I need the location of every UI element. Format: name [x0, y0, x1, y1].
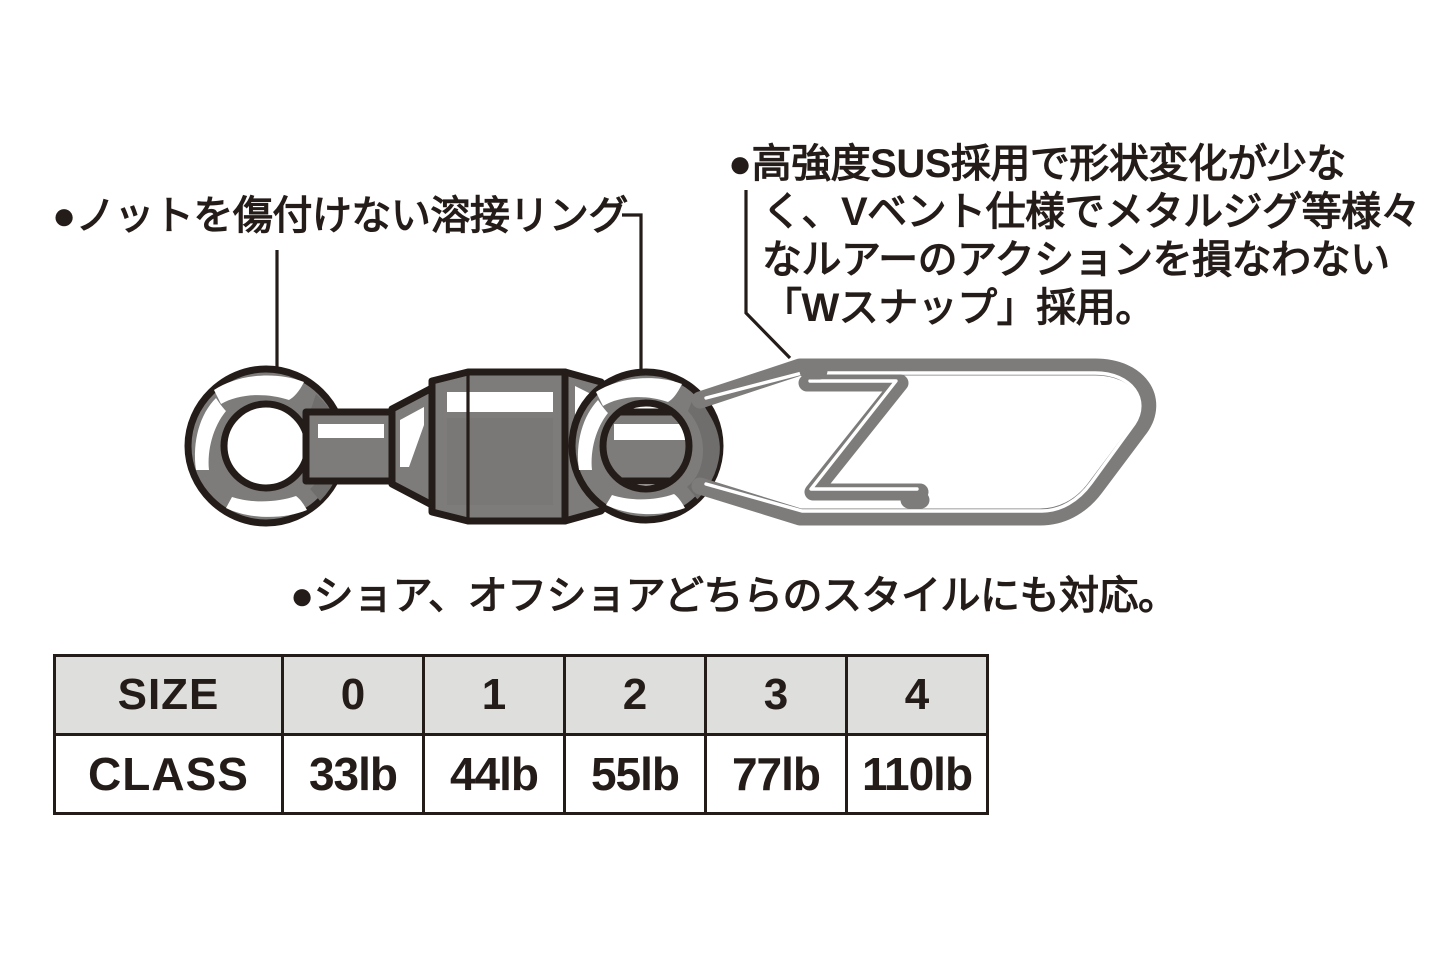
class-value-0: 33lb	[281, 733, 425, 815]
w-snap-clip	[691, 358, 1157, 526]
callout-style-bullet: ●	[290, 574, 314, 618]
callout-welded-ring-bullet: ●	[52, 194, 76, 238]
callout-snap: ●高強度SUS採用で形状変化が少な く、Vベント仕様でメタルジグ等様々 なルアー…	[728, 140, 1421, 332]
class-value-4: 110lb	[845, 733, 989, 815]
welded-ring-right	[568, 368, 724, 524]
size-value-0: 0	[281, 654, 425, 736]
size-value-2: 2	[563, 654, 707, 736]
callout-snap-line-1-text: 高強度SUS採用で形状変化が少な	[751, 142, 1347, 186]
callout-welded-ring: ●ノットを傷付けない溶接リング	[52, 192, 628, 240]
callout-snap-bullet: ●	[728, 142, 752, 186]
table-row-size: SIZE 0 1 2 3 4	[53, 654, 989, 736]
callout-style: ●ショア、オフショアどちらのスタイルにも対応。	[290, 572, 1178, 620]
table-row-class: CLASS 33lb 44lb 55lb 77lb 110lb	[53, 733, 989, 815]
spec-table-container: SIZE 0 1 2 3 4 CLASS 33lb 44lb 55lb 77lb…	[53, 654, 989, 815]
size-value-3: 3	[704, 654, 848, 736]
welded-ring-left	[184, 365, 348, 527]
class-value-2: 55lb	[563, 733, 707, 815]
class-value-1: 44lb	[422, 733, 566, 815]
w-snap-latch-ends	[799, 362, 930, 509]
size-value-1: 1	[422, 654, 566, 736]
row-label-size: SIZE	[53, 654, 284, 736]
callout-style-text: ショア、オフショアどちらのスタイルにも対応。	[313, 574, 1178, 618]
class-value-3: 77lb	[704, 733, 848, 815]
callout-snap-line-1: ●高強度SUS採用で形状変化が少な	[728, 140, 1420, 188]
callout-welded-ring-text: ノットを傷付けない溶接リング	[75, 194, 629, 238]
size-value-4: 4	[845, 654, 989, 736]
spec-table: SIZE 0 1 2 3 4 CLASS 33lb 44lb 55lb 77lb…	[53, 654, 989, 815]
callout-snap-line-2: く、Vベント仕様でメタルジグ等様々	[762, 190, 1421, 234]
row-label-class: CLASS	[53, 733, 284, 815]
w-snap-outer-wire	[691, 358, 1157, 526]
callout-snap-line-4: 「Wスナップ」採用。	[762, 286, 1155, 330]
w-snap-latch-bar	[798, 374, 929, 501]
callout-snap-line-3: なルアーのアクションを損なわない	[762, 238, 1390, 282]
swivel-barrel-body	[302, 368, 704, 525]
